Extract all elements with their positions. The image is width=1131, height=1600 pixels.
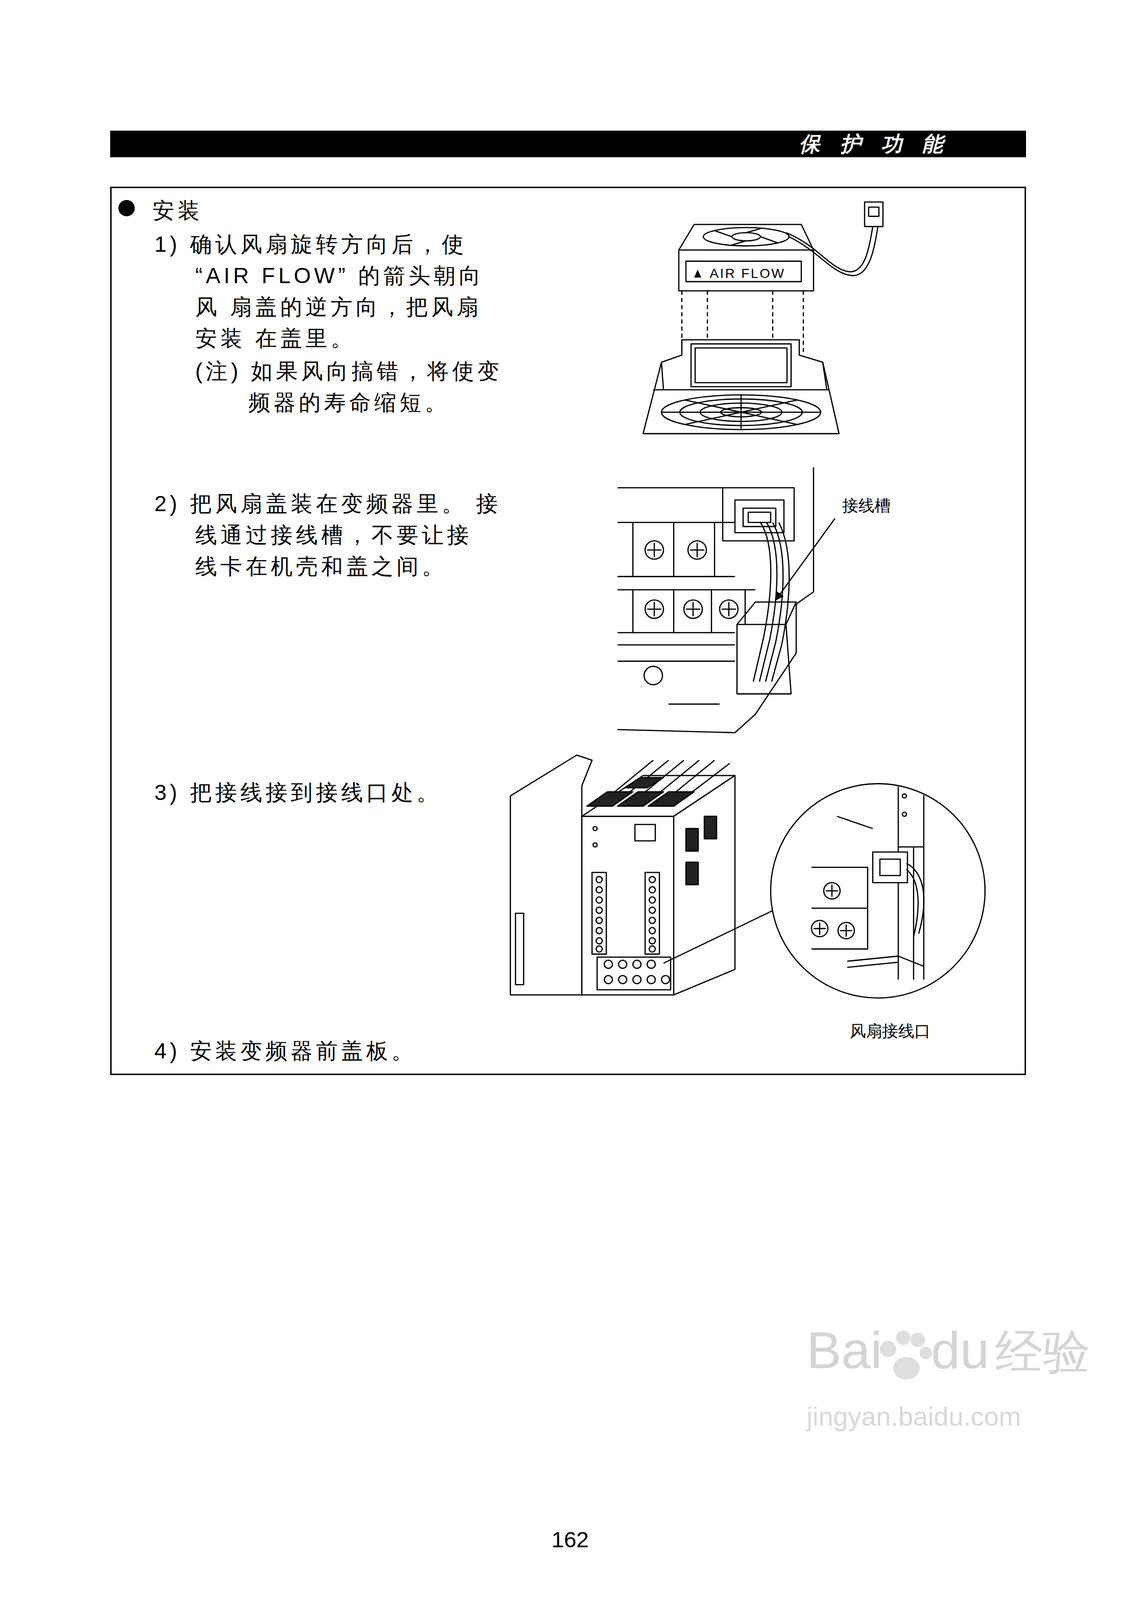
- inverter-drawing: [510, 754, 985, 998]
- frame-box: 安装1) 确认风扇旋转方向后，使 “AIR FLOW” 的箭头朝向风 扇盖的逆方…: [110, 186, 1027, 1075]
- note-text: (注) 如果风向搞错，将使变 频器的寿命缩短。: [195, 355, 514, 419]
- header-band: 保 护 功 能: [110, 130, 1027, 158]
- callout-label: 接线槽: [842, 495, 891, 515]
- watermark: 经验: [995, 1323, 1091, 1380]
- part-label: AIR FLOW: [709, 266, 786, 281]
- watermark: du: [931, 1320, 989, 1380]
- watermark: jingyan.baidu.com: [806, 1401, 1021, 1432]
- watermark: Bai: [806, 1320, 883, 1380]
- bullet: [118, 199, 135, 217]
- slot-drawing: [617, 467, 836, 733]
- section-title: 保 护 功 能: [798, 130, 951, 158]
- step-text: 4) 安装变频器前盖板。: [154, 1035, 506, 1067]
- step-text: 2) 把风扇盖装在变频器里。 接线通过接线槽，不要让接 线卡在机壳和盖之间。: [154, 487, 506, 582]
- fan-drawing: [643, 201, 884, 434]
- step-text: 3) 把接线接到接线口处。: [154, 776, 506, 808]
- step-text: 1) 确认风扇旋转方向后，使 “AIR FLOW” 的箭头朝向风 扇盖的逆方向，…: [154, 228, 506, 354]
- page-number: 162: [551, 1526, 589, 1553]
- section-heading: 安装: [152, 194, 343, 227]
- callout-label: 风扇接线口: [849, 1021, 931, 1041]
- watermark-logo: [879, 1330, 932, 1380]
